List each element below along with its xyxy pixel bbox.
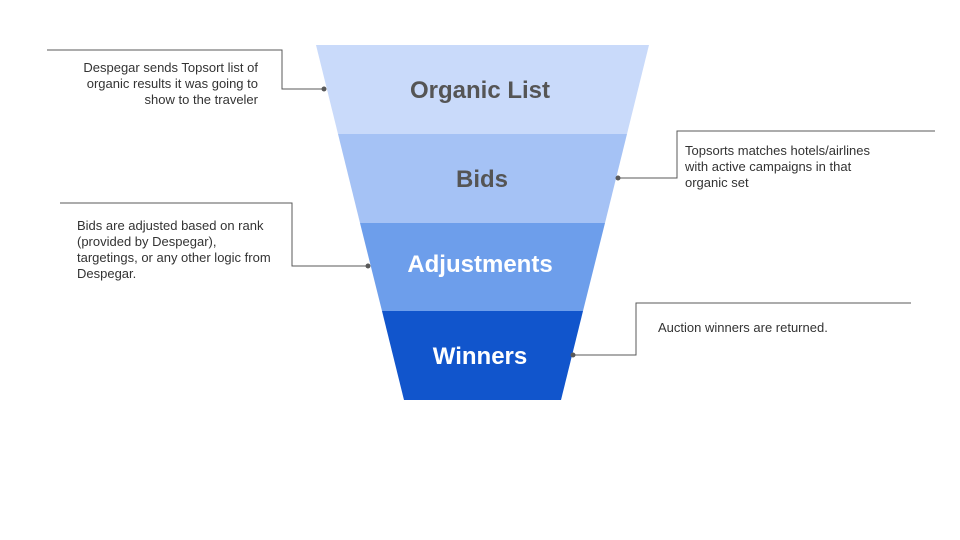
annotation-line: organic set bbox=[685, 175, 749, 190]
annotation-adjustments: Bids are adjusted based on rank (provide… bbox=[77, 218, 297, 282]
annotation-line: Auction winners are returned. bbox=[658, 320, 828, 335]
connector-bids bbox=[615, 130, 935, 181]
connector-dot bbox=[365, 263, 371, 269]
stage-label-bids: Bids bbox=[456, 166, 508, 193]
connector-organic-list bbox=[47, 49, 327, 92]
annotation-line: Topsorts matches hotels/airlines bbox=[685, 143, 870, 158]
stage-label-adjustments: Adjustments bbox=[407, 251, 552, 278]
connector-dot bbox=[570, 352, 576, 358]
annotation-line: Bids are adjusted based on rank bbox=[77, 218, 264, 233]
annotation-winners: Auction winners are returned. bbox=[658, 320, 898, 336]
annotation-organic-list: Despegar sends Topsort list of organic r… bbox=[60, 60, 258, 108]
connector-winners bbox=[570, 302, 911, 358]
annotation-line: (provided by Despegar), bbox=[77, 234, 217, 249]
annotation-line: with active campaigns in that bbox=[685, 159, 852, 174]
stage-bids bbox=[338, 134, 627, 223]
connector-adjustments bbox=[60, 202, 371, 269]
annotation-line: targetings, or any other logic from bbox=[77, 250, 271, 265]
stage-winners bbox=[382, 311, 583, 400]
connector-dot bbox=[321, 86, 327, 92]
annotation-line: organic results it was going to bbox=[86, 76, 258, 91]
stage-label-organic-list: Organic List bbox=[410, 77, 550, 104]
annotation-line: Despegar sends Topsort list of bbox=[83, 60, 258, 75]
annotation-line: show to the traveler bbox=[144, 92, 258, 107]
connector-dot bbox=[615, 175, 621, 181]
stage-label-winners: Winners bbox=[433, 343, 527, 370]
annotation-line: Despegar. bbox=[77, 266, 137, 281]
stage-adjustments bbox=[360, 223, 605, 311]
annotation-bids: Topsorts matches hotels/airlines with ac… bbox=[685, 143, 915, 191]
stage-organic-list bbox=[316, 45, 649, 134]
